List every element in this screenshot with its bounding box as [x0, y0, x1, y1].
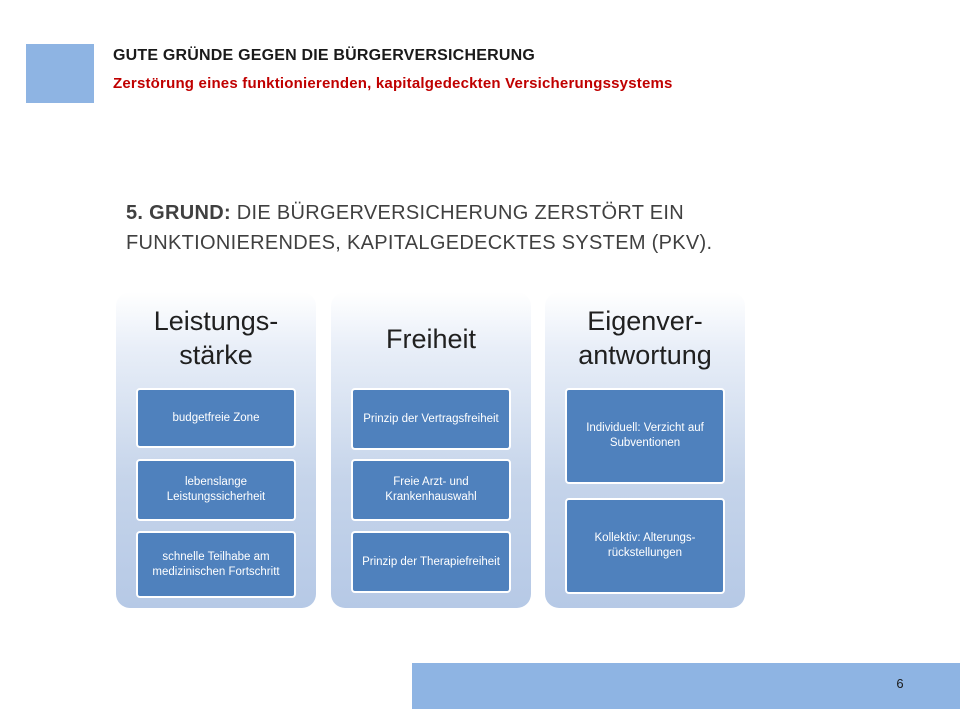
footer-bar	[412, 663, 960, 709]
column-freiheit: Freiheit Prinzip der Vertragsfreiheit Fr…	[331, 292, 531, 608]
column-title: Freiheit	[385, 324, 477, 354]
column-title: Eigenver- antwortung	[578, 306, 712, 370]
slide-heading: 5. GRUND: DIE BÜRGERVERSICHERUNG ZERSTÖR…	[126, 198, 846, 258]
column-leistungsstaerke: Leistungs- stärke budgetfreie Zone leben…	[116, 292, 316, 608]
list-item: Kollektiv: Alterungs-rückstellungen	[565, 498, 725, 594]
logo-square	[26, 44, 94, 103]
page-title: GUTE GRÜNDE GEGEN DIE BÜRGERVERSICHERUNG	[113, 47, 535, 64]
heading-lead: 5. GRUND:	[126, 202, 231, 224]
heading-text: DIE BÜRGERVERSICHERUNG ZERSTÖRT EIN FUNK…	[126, 202, 713, 254]
list-item: schnelle Teilhabe am medizinischen Forts…	[136, 531, 296, 598]
list-item: Freie Arzt- und Krankenhauswahl	[351, 459, 511, 521]
list-item: budgetfreie Zone	[136, 388, 296, 448]
list-item: Prinzip der Vertragsfreiheit	[351, 388, 511, 450]
column-title: Leistungs- stärke	[153, 306, 279, 370]
page-number: 6	[896, 676, 904, 691]
list-item: lebenslange Leistungssicherheit	[136, 459, 296, 521]
column-eigenverantwortung: Eigenver- antwortung Individuell: Verzic…	[545, 292, 745, 608]
list-item: Individuell: Verzicht auf Subventionen	[565, 388, 725, 484]
list-item: Prinzip der Therapiefreiheit	[351, 531, 511, 593]
page-subtitle: Zerstörung eines funktionierenden, kapit…	[113, 75, 673, 92]
